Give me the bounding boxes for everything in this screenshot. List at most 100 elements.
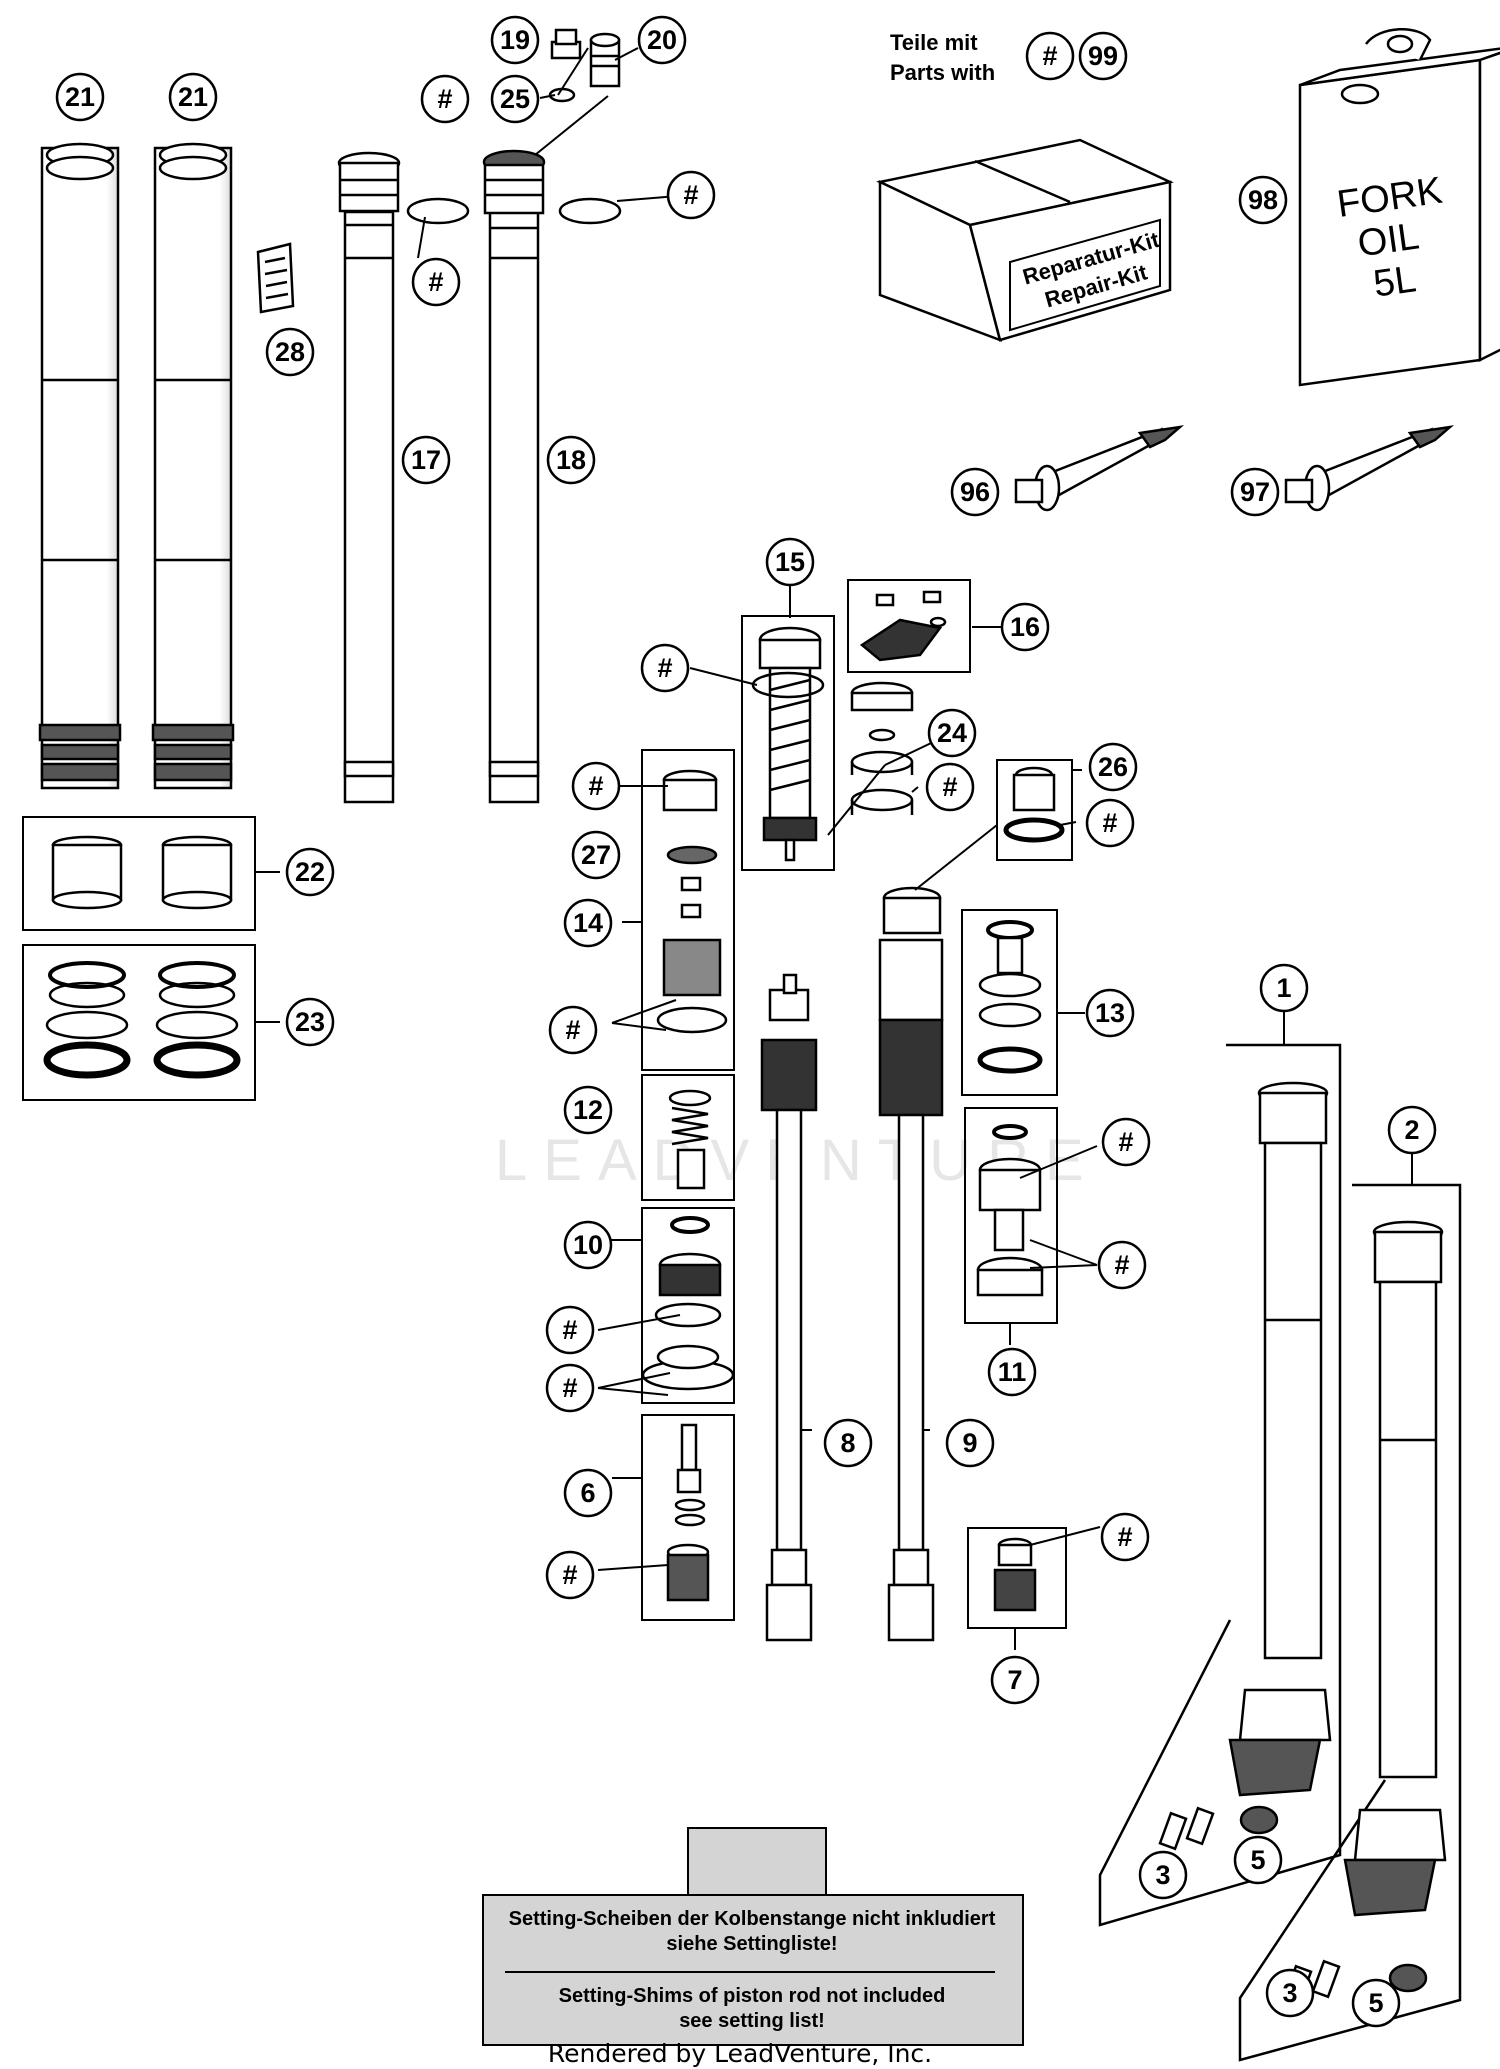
callout-circle: [563, 1468, 613, 1518]
callout-circle: [285, 997, 335, 1047]
callout-circle: [55, 72, 105, 122]
footer-credit: Rendered by LeadVenture, Inc.: [548, 2039, 932, 2068]
callout-circle: [1351, 1978, 1401, 2028]
callout-c97: 97: [1230, 467, 1280, 517]
nut-5b: [1388, 1963, 1428, 1993]
callout-number: #: [1118, 1127, 1133, 1157]
callout-c12: 12: [563, 1085, 613, 1135]
kit-note-line1: Teile mit: [890, 30, 978, 55]
callout-circle: [1025, 31, 1075, 81]
callout-number: 12: [573, 1095, 603, 1125]
kit-note-line2: Parts with: [890, 60, 995, 85]
callout-c25h: #: [420, 74, 470, 124]
callout-c13: 13: [1085, 988, 1135, 1038]
repair-kit-box: [876, 138, 1174, 343]
callout-c18h: #: [666, 170, 716, 220]
callout-c24: 24: [927, 708, 977, 758]
callout-number: 19: [500, 25, 530, 55]
group-12-box: [641, 1074, 735, 1201]
callout-c3a: 3: [1138, 1850, 1188, 1900]
callout-number: 16: [1010, 612, 1040, 642]
o-ring-18: [558, 197, 622, 225]
bushing-22a: [51, 835, 123, 910]
callout-number: #: [588, 771, 603, 801]
callout-c23: 23: [285, 997, 335, 1047]
callout-number: 22: [295, 857, 325, 887]
callout-number: 9: [962, 1428, 977, 1458]
callout-c16: 16: [1000, 602, 1050, 652]
callout-number: 25: [500, 84, 530, 114]
callout-number: 26: [1098, 752, 1128, 782]
callout-c96: 96: [950, 467, 1000, 517]
callout-c18: 18: [546, 435, 596, 485]
callout-number: 8: [840, 1428, 855, 1458]
nut-5a: [1239, 1805, 1279, 1835]
spring-12: [668, 1089, 712, 1190]
group-10-box: [641, 1207, 735, 1404]
callout-circle: [545, 1550, 595, 1600]
clicker-parts-16: [859, 590, 947, 662]
group-7-box: [967, 1527, 1067, 1629]
callout-number: 3: [1282, 1978, 1297, 2008]
callout-c22: 22: [285, 847, 335, 897]
callout-circle: [925, 762, 975, 812]
callout-number: 10: [573, 1230, 603, 1260]
oil-can-label-3: 5L: [1371, 258, 1419, 305]
callout-number: 20: [647, 25, 677, 55]
callout-circle: [640, 643, 690, 693]
callout-c9: 9: [945, 1418, 995, 1468]
callout-circle: [563, 898, 613, 948]
callout-circle: [490, 74, 540, 124]
callout-number: #: [942, 772, 957, 802]
fork-leg-2: [1343, 1220, 1447, 1917]
callout-c11h1: #: [1101, 1117, 1151, 1167]
valve-6: [666, 1423, 710, 1602]
callout-c98: 98: [1238, 175, 1288, 225]
callout-number: 99: [1088, 41, 1118, 71]
callout-c17: 17: [401, 435, 451, 485]
piston-10: [641, 1216, 735, 1391]
callout-circle: [1078, 31, 1128, 81]
sticker-28: [256, 242, 295, 314]
callout-c19: 19: [490, 15, 540, 65]
callout-c17h: #: [411, 257, 461, 307]
callout-circle: [1100, 1512, 1150, 1562]
callout-circle: [168, 72, 218, 122]
callout-circle: [420, 74, 470, 124]
callout-circle: [1259, 963, 1309, 1013]
callout-number: 3: [1155, 1860, 1170, 1890]
leg-2-frame: [1238, 1183, 1462, 2062]
callout-number: #: [1114, 1250, 1129, 1280]
callout-circle: [563, 1220, 613, 1270]
callout-circle: [490, 15, 540, 65]
callout-c99h: #: [1025, 31, 1075, 81]
valve-7: [993, 1537, 1037, 1612]
bushing-22b: [161, 835, 233, 910]
damper-rod-8: [760, 973, 818, 1642]
callout-circle: [411, 257, 461, 307]
callout-number: #: [683, 180, 698, 210]
seal-set-23b: [153, 961, 241, 1079]
group-14-box: [641, 749, 735, 1071]
callout-circle: [1101, 1117, 1151, 1167]
tube-18: [482, 149, 546, 804]
callout-circle: [1233, 1835, 1283, 1885]
grease-tube-97: [1284, 425, 1455, 512]
callout-circle: [545, 1363, 595, 1413]
outer-tube-right: [151, 142, 235, 790]
callout-c28: 28: [265, 327, 315, 377]
callout-number: #: [562, 1560, 577, 1590]
callout-number: #: [565, 1015, 580, 1045]
callout-c21a: 21: [55, 72, 105, 122]
callout-circle: [1238, 175, 1288, 225]
callout-c8: 8: [823, 1418, 873, 1468]
callout-circle: [1088, 742, 1138, 792]
callout-number: 18: [556, 445, 586, 475]
callout-number: #: [428, 267, 443, 297]
compression-cartridge-15: [758, 626, 822, 862]
grease-tube-96: [1014, 425, 1185, 512]
callout-circle: [1387, 1105, 1437, 1155]
setting-note-de-2: siehe Settingliste!: [666, 1933, 837, 1955]
bushings-24: [850, 681, 914, 815]
